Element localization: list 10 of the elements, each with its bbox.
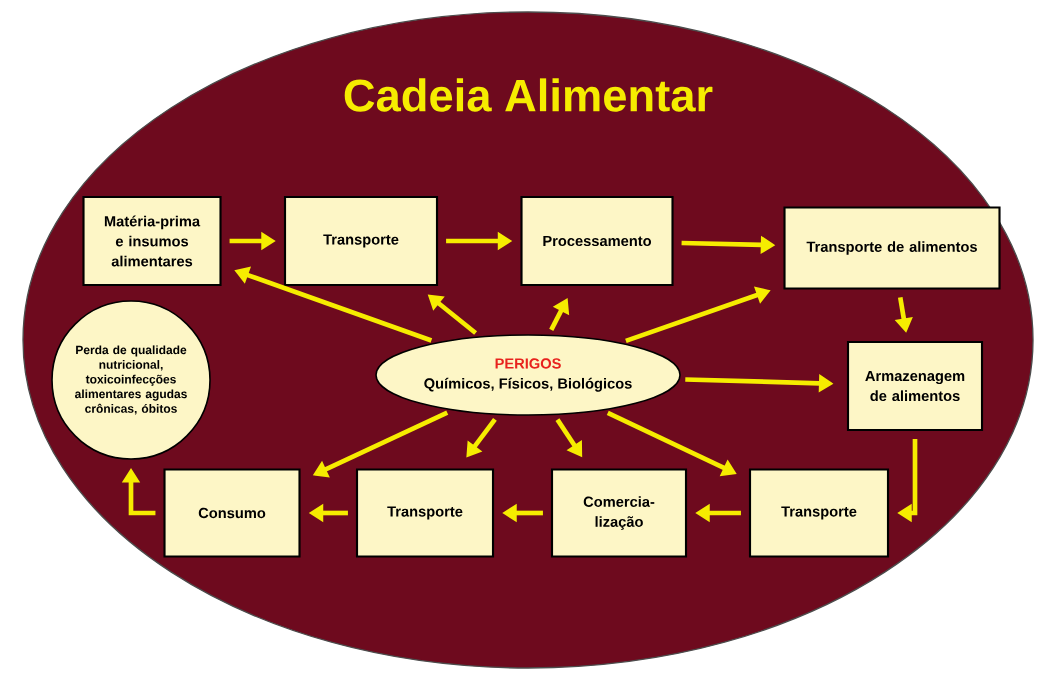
process-box: Transporte [283,195,439,287]
process-box: Transporte [355,468,495,558]
process-box: Comercia- lização [550,468,688,558]
process-box: Armazenagem de alimentos [846,340,984,432]
process-box: Transporte [748,468,890,558]
process-box: Consumo [163,468,301,558]
process-box: Matéria-prima e insumos alimentares [82,195,222,287]
process-box: Processamento [520,195,674,287]
title: Cadeia Alimentar [344,78,713,112]
process-box: Transporte de alimentos [783,206,1001,290]
